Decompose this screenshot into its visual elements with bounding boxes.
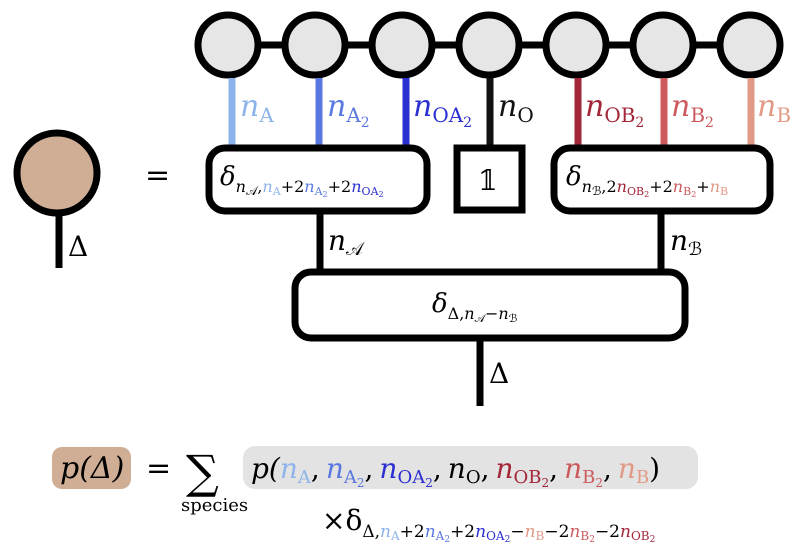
- label-nOA2: nOA2: [413, 89, 472, 131]
- node-circle-A2: [281, 11, 349, 79]
- node-circle-B2: [629, 11, 697, 79]
- p-label: p(Δ): [60, 451, 124, 486]
- label-nA: nA: [240, 89, 274, 127]
- label-nO: nO: [498, 89, 534, 127]
- delta-B-box: δnℬ,2nOB2+2nB2+nB: [550, 144, 774, 215]
- formula-equals: =: [146, 451, 171, 486]
- p-label-bg: [52, 447, 131, 489]
- node-circle-A: [194, 11, 262, 79]
- delta-A-box: δn𝒜,nA+2nA2+2nOA2: [205, 144, 431, 215]
- leg-labels: nA nA2 nOA2 nO nOB2 nB2 nB: [240, 89, 791, 131]
- joint-probability-bg: [243, 446, 698, 489]
- identity-box: 𝟙: [453, 144, 526, 214]
- middle-legs: n𝒜 nℬ: [316, 211, 702, 272]
- label-n-calB: nℬ: [670, 224, 702, 260]
- joint-probability-text: p(nA,nA2,nOA2,nO,nOB2,nB2,nB): [251, 452, 660, 490]
- delta-total-rect: [291, 268, 689, 342]
- sum-subscript: species: [181, 495, 248, 516]
- delta-total-box: δΔ,n𝒜−nℬ Δ: [291, 268, 689, 406]
- delta-total-leg-label: Δ: [489, 357, 509, 390]
- label-n-calA: n𝒜: [328, 224, 365, 260]
- label-nB2: nB2: [671, 89, 714, 131]
- left-tensor-leg-label: Δ: [68, 230, 88, 263]
- delta-A-text: δn𝒜,nA+2nA2+2nOA2: [220, 162, 384, 199]
- left-tensor-circle: [13, 129, 101, 217]
- node-circle-OA2: [368, 11, 436, 79]
- top-node-row: [194, 11, 784, 79]
- node-circle-OB2: [542, 11, 610, 79]
- delta-total-text: δΔ,n𝒜−nℬ: [432, 289, 518, 325]
- equals-sign: =: [145, 158, 170, 193]
- node-circle-B: [716, 11, 784, 79]
- delta-constraint-text: ×δΔ,nA+2nA2+2nOA2−nB−2nB2−2nOB2: [322, 504, 655, 545]
- species-legs: [228, 78, 755, 148]
- label-nOB2: nOB2: [585, 89, 644, 131]
- label-nB: nB: [757, 89, 791, 127]
- sum-symbol: ∑: [186, 445, 219, 499]
- delta-B-text: δnℬ,2nOB2+2nB2+nB: [566, 162, 728, 199]
- left-tensor: Δ: [13, 129, 101, 268]
- node-circle-O: [455, 11, 523, 79]
- label-nA2: nA2: [327, 89, 370, 131]
- probability-formula: p(Δ) = ∑ species p(nA,nA2,nOA2,nO,nOB2,n…: [52, 445, 698, 545]
- identity-label: 𝟙: [478, 164, 497, 197]
- identity-rect: [453, 144, 526, 214]
